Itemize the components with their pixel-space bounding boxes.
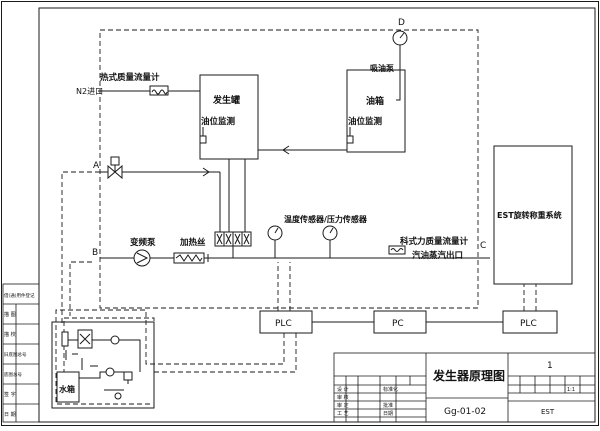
three-way-valve-icon	[107, 156, 123, 180]
company-name: EST	[541, 408, 555, 416]
role-design: 设 计	[337, 386, 349, 393]
pump-icon	[133, 249, 151, 267]
generator-tank	[199, 74, 259, 160]
standardization-label: 标准化	[383, 386, 398, 393]
coriolis-flowmeter-label: 科式力质量流量计	[400, 236, 469, 247]
water-tank-label: 水箱	[58, 384, 75, 394]
plc-1-label: PLC	[275, 319, 292, 329]
strip-label-0: 借(通)用件登记	[4, 292, 35, 299]
water-tank-unit: 水箱	[51, 321, 155, 409]
plc-box-2: PLC	[502, 310, 558, 334]
coriolis-flowmeter-icon	[388, 245, 406, 255]
return-arrow-icon	[282, 145, 290, 155]
point-d-label: D	[398, 18, 405, 28]
strip-label-1: 描 图	[4, 311, 16, 318]
strip-label-2: 描 校	[4, 331, 16, 338]
cabinet-boundary	[99, 29, 479, 309]
plc-2-label: PLC	[520, 319, 537, 329]
est-system-box	[493, 145, 573, 285]
vapor-outlet-label: 汽油蒸汽出口	[412, 250, 463, 261]
suction-pipe	[396, 75, 401, 101]
approval-label: 批准	[383, 402, 393, 409]
water-tank	[56, 371, 80, 403]
oil-tank-label: 油箱	[366, 95, 384, 107]
sheet-number: 1	[547, 361, 553, 371]
heating-wire-label: 加热丝	[179, 237, 206, 248]
strip-label-6: 日 期	[4, 412, 16, 418]
thermal-flowmeter-icon	[149, 85, 169, 96]
role-process: 工 艺	[337, 411, 349, 417]
point-c-label: C	[480, 241, 486, 251]
generator-level-sensor-icon	[199, 127, 207, 144]
heat-exchanger-icon	[214, 231, 252, 247]
est-system-label: EST旋转称重系统	[497, 210, 562, 220]
generator-level-label: 油位监测	[201, 116, 236, 127]
drawing-title: 发生器原理图	[432, 368, 505, 383]
pressure-sensor-icon	[322, 225, 338, 258]
pc-label: PC	[392, 319, 404, 329]
strip-label-4: 底图总号	[4, 371, 22, 378]
vfd-pump-label: 变频泵	[130, 237, 156, 248]
oil-tank	[346, 69, 406, 153]
pc-box: PC	[373, 310, 427, 334]
n2-inlet-label: N2进口	[76, 87, 103, 96]
inner-frame	[38, 7, 596, 423]
line-a-arrow-icon	[202, 167, 210, 177]
cable-plc1-down	[55, 309, 285, 405]
strip-label-3: 旧底图总号	[4, 351, 27, 358]
strip-label-5: 签 字	[4, 391, 16, 398]
water-loop-inner	[69, 261, 92, 316]
thermal-flowmeter-label: 热式质量流量计	[100, 72, 160, 83]
plc-box-1: PLC	[259, 310, 313, 334]
temp-pressure-label: 温度传感器/压力传感器	[284, 214, 368, 224]
title-block: 设 计 审 核 审 定 工 艺 标准化 批准 日期 发生器原理图 Gg-01-0…	[333, 352, 596, 423]
scale-value: 1:1	[567, 387, 575, 393]
role-review: 审 核	[337, 394, 349, 401]
role-final: 审 定	[337, 402, 349, 409]
oil-level-sensor-icon	[346, 127, 354, 144]
water-loop-outer	[61, 171, 108, 326]
drawing-number: Gg-01-02	[444, 407, 486, 417]
generator-tank-label: 发生罐	[212, 94, 240, 106]
oil-level-label: 油位监测	[348, 116, 383, 127]
vacuum-gauge-icon	[392, 30, 408, 46]
temperature-sensor-icon	[267, 225, 283, 258]
point-a-label: A	[93, 161, 100, 171]
date-label: 日期	[383, 411, 393, 417]
suction-pump-label: 吸油泵	[370, 63, 394, 73]
point-b-label: B	[92, 248, 98, 258]
left-strip: 借(通)用件登记 描 图 描 校 旧底图总号 底图总号 签 字 日 期	[2, 283, 40, 423]
heater-icon	[173, 252, 209, 264]
